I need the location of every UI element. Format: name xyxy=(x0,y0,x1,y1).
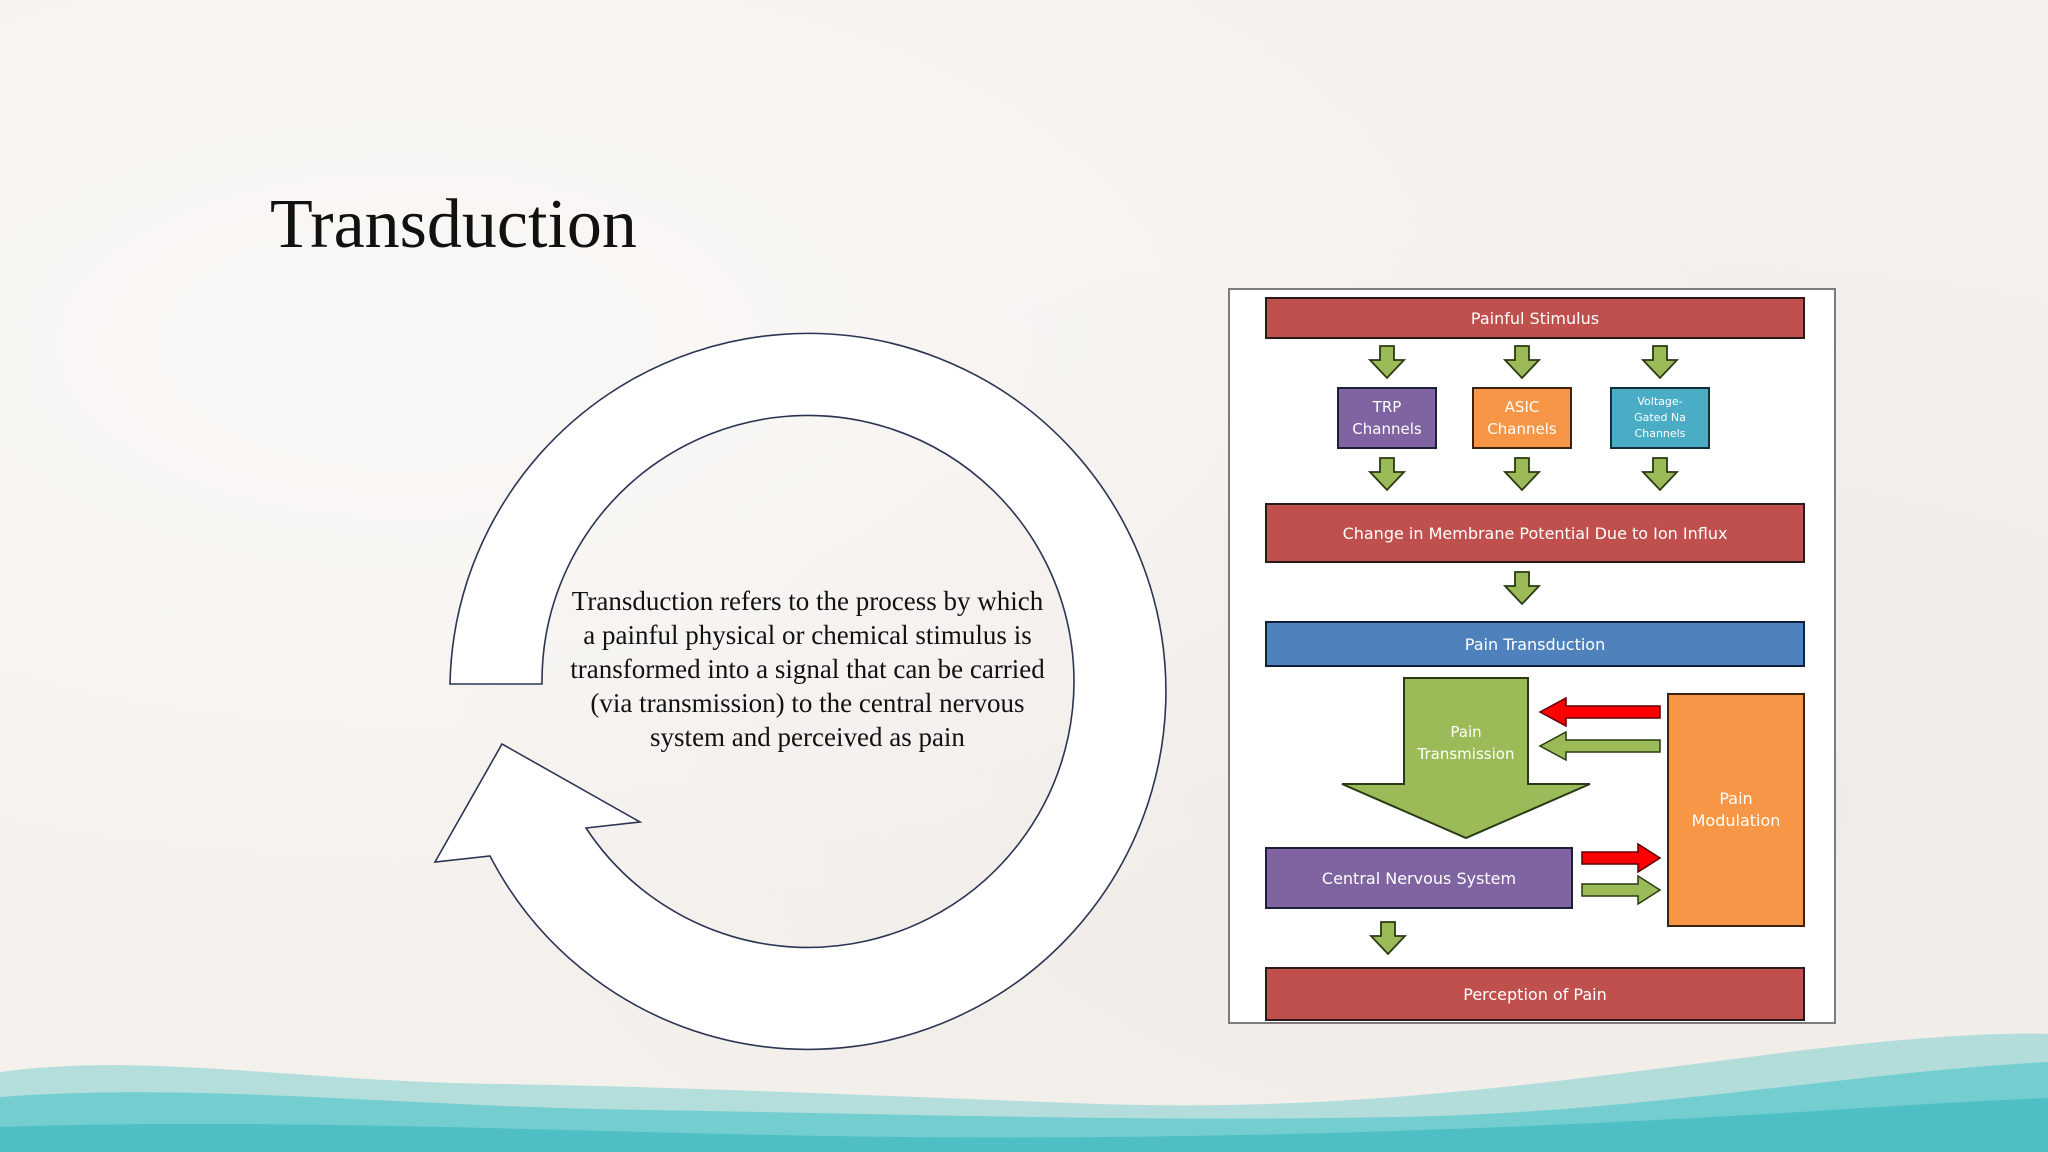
membrane-potential-box xyxy=(1265,503,1805,563)
red-inhibit-arrow-icon xyxy=(1538,696,1661,728)
pain-transduction-box xyxy=(1265,621,1805,667)
pain-modulation-label: Pain Modulation xyxy=(1691,789,1781,830)
painful-stimulus-label: Painful Stimulus xyxy=(1470,308,1600,328)
cns-label: Central Nervous System xyxy=(1321,868,1517,888)
down-arrow-icon xyxy=(1502,345,1542,380)
cycle-description: Transduction refers to the process by wh… xyxy=(570,586,1045,752)
down-arrow-icon xyxy=(1367,345,1407,380)
green-arrow-to-modulation-icon xyxy=(1581,874,1662,906)
perception-box xyxy=(1265,967,1805,1021)
pain-transmission-label: Pain Transmission xyxy=(1417,723,1515,763)
membrane-potential-label: Change in Membrane Potential Due to Ion … xyxy=(1342,523,1728,543)
painful-stimulus-box xyxy=(1265,297,1805,339)
down-arrow-icon xyxy=(1502,457,1542,492)
cns-box xyxy=(1265,847,1573,909)
voltage-gated-label: Voltage-Gated Na Channels xyxy=(1634,395,1686,440)
pain-modulation-box xyxy=(1667,693,1805,927)
green-facilitate-arrow-icon xyxy=(1538,730,1661,762)
asic-channels-box xyxy=(1472,387,1572,449)
pain-transmission-arrow xyxy=(1341,677,1591,840)
red-arrow-to-modulation-icon xyxy=(1581,842,1662,874)
down-arrow-icon xyxy=(1640,345,1680,380)
trp-channels-label: TRP Channels xyxy=(1352,398,1422,438)
pain-pathway-graphic xyxy=(1265,297,1805,1021)
trp-channels-box xyxy=(1337,387,1437,449)
down-arrow-icon xyxy=(1368,921,1408,956)
pain-transduction-label: Pain Transduction xyxy=(1464,634,1606,654)
voltage-gated-box xyxy=(1610,387,1710,449)
down-arrow-icon xyxy=(1502,571,1542,606)
down-arrow-icon xyxy=(1367,457,1407,492)
slide-title: Transduction xyxy=(270,186,637,263)
perception-label: Perception of Pain xyxy=(1463,984,1607,1004)
asic-channels-label: ASIC Channels xyxy=(1487,398,1557,438)
pain-pathway-figure: Painful Stimulus TRP Channels ASIC Chann… xyxy=(1228,288,1836,1024)
down-arrow-icon xyxy=(1640,457,1680,492)
watercolor-wave-decoration xyxy=(0,1033,2048,1152)
